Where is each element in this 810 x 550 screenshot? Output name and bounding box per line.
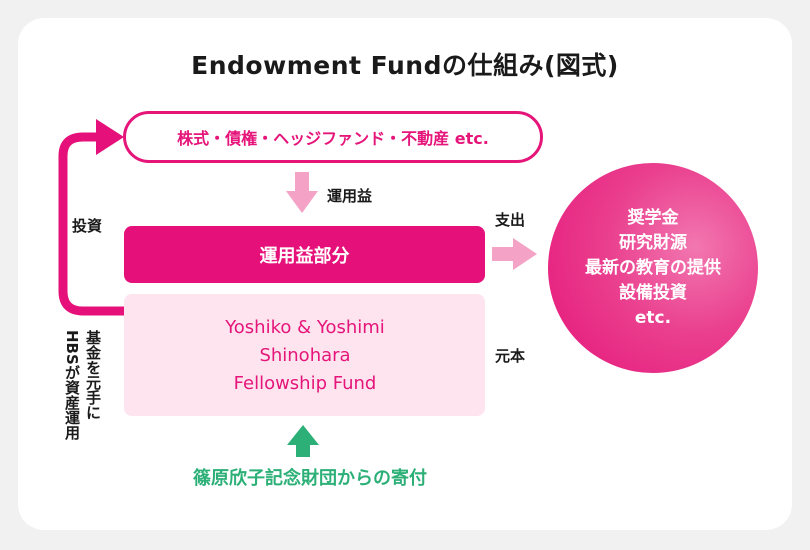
uses-line: etc. — [634, 307, 672, 328]
uses-line: 研究財源 — [619, 232, 687, 253]
uses-circle: 奨学金 研究財源 最新の教育の提供 設備投資 etc. — [548, 163, 758, 373]
income-down-arrow-head — [286, 191, 318, 213]
donation-up-arrow-shaft — [296, 444, 310, 457]
expense-right-arrow-head — [513, 238, 537, 270]
donation-label: 篠原欣子記念財団からの寄付 — [193, 468, 427, 489]
income-box: 運用益部分 — [124, 226, 485, 283]
invest-loop-arrowhead — [96, 119, 124, 155]
fund-name: Yoshiko & Yoshimi Shinohara Fellowship F… — [175, 314, 435, 398]
donation-up-arrow-head — [287, 425, 319, 445]
assets-box: 株式・債権・ヘッジファンド・不動産 etc. — [123, 111, 543, 163]
fund-name-line: Shinohara — [259, 345, 351, 366]
uses-line: 奨学金 — [627, 207, 679, 228]
uses-line: 設備投資 — [619, 282, 687, 303]
expense-label: 支出 — [495, 211, 526, 229]
uses-line: 最新の教育の提供 — [585, 257, 721, 278]
principal-label: 元本 — [495, 347, 526, 365]
income-down-arrow-shaft — [295, 172, 309, 192]
income-arrow-label: 運用益 — [327, 187, 373, 205]
hbs-note-column-1: 基金を元手に — [84, 330, 102, 420]
fund-name-line: Yoshiko & Yoshimi — [225, 317, 385, 338]
hbs-note-column-2: HBSが資産運用 — [63, 330, 81, 440]
diagram-title: Endowment Fundの仕組み(図式) — [191, 51, 619, 80]
expense-right-arrow-shaft — [492, 247, 514, 261]
fund-name-line: Fellowship Fund — [233, 373, 377, 394]
invest-loop-arrow — [58, 132, 124, 316]
invest-label: 投資 — [72, 217, 103, 235]
principal-fund-box — [124, 294, 485, 416]
